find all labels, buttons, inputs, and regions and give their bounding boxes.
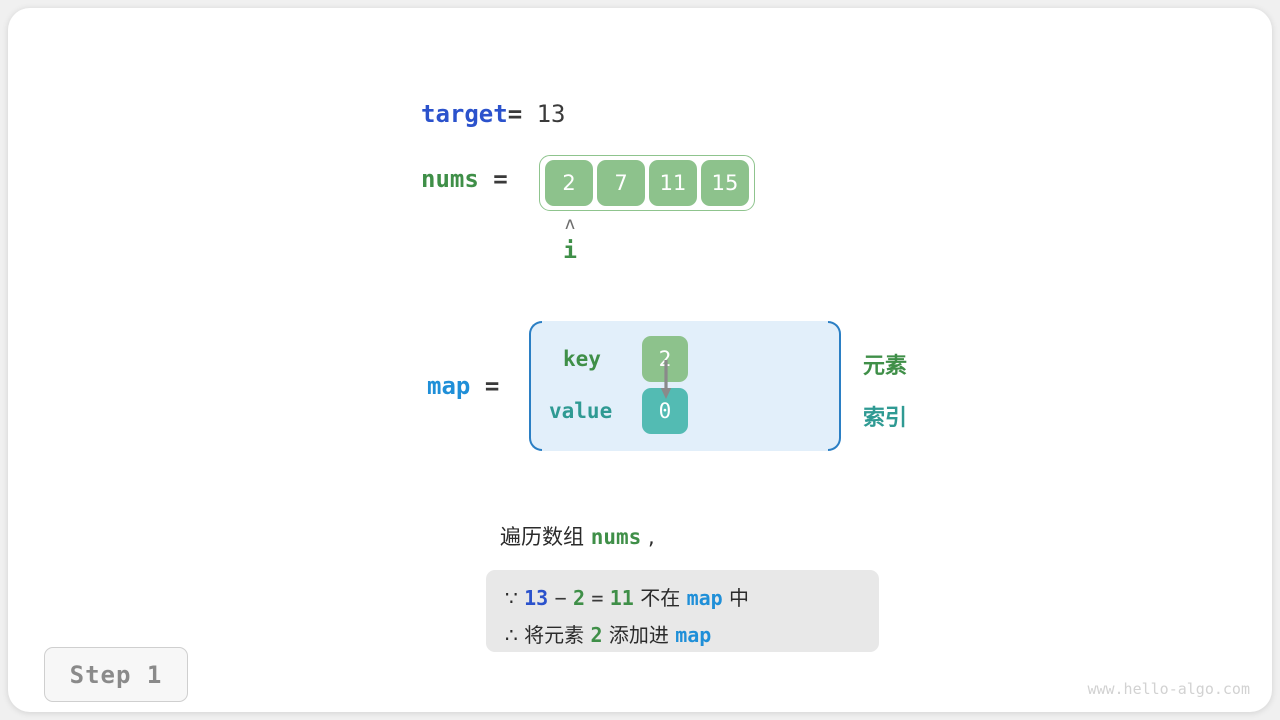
- explain-line1-text1: 不在: [633, 586, 687, 610]
- legend-element-label: 元素: [863, 354, 908, 379]
- array-cell: 11: [649, 160, 697, 206]
- explain-equals-op: =: [591, 586, 604, 610]
- map-key-label: key: [563, 347, 601, 371]
- step-badge: Step 1: [44, 647, 188, 702]
- map-value-label: value: [549, 399, 613, 423]
- pointer-caret-icon: ʌ: [564, 214, 576, 234]
- explain-line2-text1: 将元素: [517, 623, 591, 647]
- caption-suffix: ,: [641, 525, 655, 549]
- nums-variable-row: nums =: [421, 165, 508, 193]
- pointer-label-i: i: [563, 238, 577, 264]
- array-cell: 2: [545, 160, 593, 206]
- therefore-symbol-icon: ∴: [505, 623, 518, 647]
- explain-line2-map: map: [675, 623, 712, 647]
- map-variable-row: map =: [427, 372, 499, 400]
- watermark: www.hello-algo.com: [1087, 680, 1250, 698]
- key-to-value-arrow-icon: [660, 360, 672, 399]
- target-equals-sign: =: [507, 100, 523, 128]
- explain-minus-op: −: [554, 586, 567, 610]
- array-cell: 7: [597, 160, 645, 206]
- target-value: 13: [536, 100, 566, 128]
- target-variable-name: target: [421, 100, 508, 128]
- explanation-box: ∵ 13 − 2 = 11 不在 map 中 ∴ 将元素 2 添加进 map: [486, 570, 879, 652]
- nums-variable-name: nums: [421, 165, 479, 193]
- map-variable-name: map: [427, 372, 471, 400]
- explain-line2-value: 2: [590, 623, 603, 647]
- map-right-brace: [828, 321, 841, 451]
- legend-index-label: 索引: [863, 406, 908, 431]
- explanation-line-2: ∴ 将元素 2 添加进 map: [505, 619, 711, 648]
- target-variable-row: target= 13: [421, 100, 566, 128]
- array-cell: 15: [701, 160, 749, 206]
- explain-current-value: 2: [572, 586, 585, 610]
- map-left-brace: [529, 321, 542, 451]
- explain-line1-map: map: [686, 586, 723, 610]
- nums-array: 2 7 11 15: [539, 155, 755, 211]
- explanation-line-1: ∵ 13 − 2 = 11 不在 map 中: [505, 582, 749, 611]
- explain-complement-value: 11: [609, 586, 634, 610]
- explain-target-value: 13: [524, 586, 549, 610]
- slide-card: target= 13 nums = 2 7 11 15 ʌ i map = ke…: [8, 8, 1272, 712]
- caption-prefix: 遍历数组: [500, 525, 591, 549]
- caption-text: 遍历数组 nums ,: [500, 521, 655, 551]
- map-value-cell: 0: [642, 388, 688, 434]
- caption-code-nums: nums: [590, 525, 642, 549]
- map-equals-sign: =: [484, 372, 500, 400]
- explain-line2-text2: 添加进: [602, 623, 676, 647]
- because-symbol-icon: ∵: [505, 586, 518, 610]
- explain-line1-text2: 中: [722, 586, 750, 610]
- nums-equals-sign: =: [493, 165, 508, 193]
